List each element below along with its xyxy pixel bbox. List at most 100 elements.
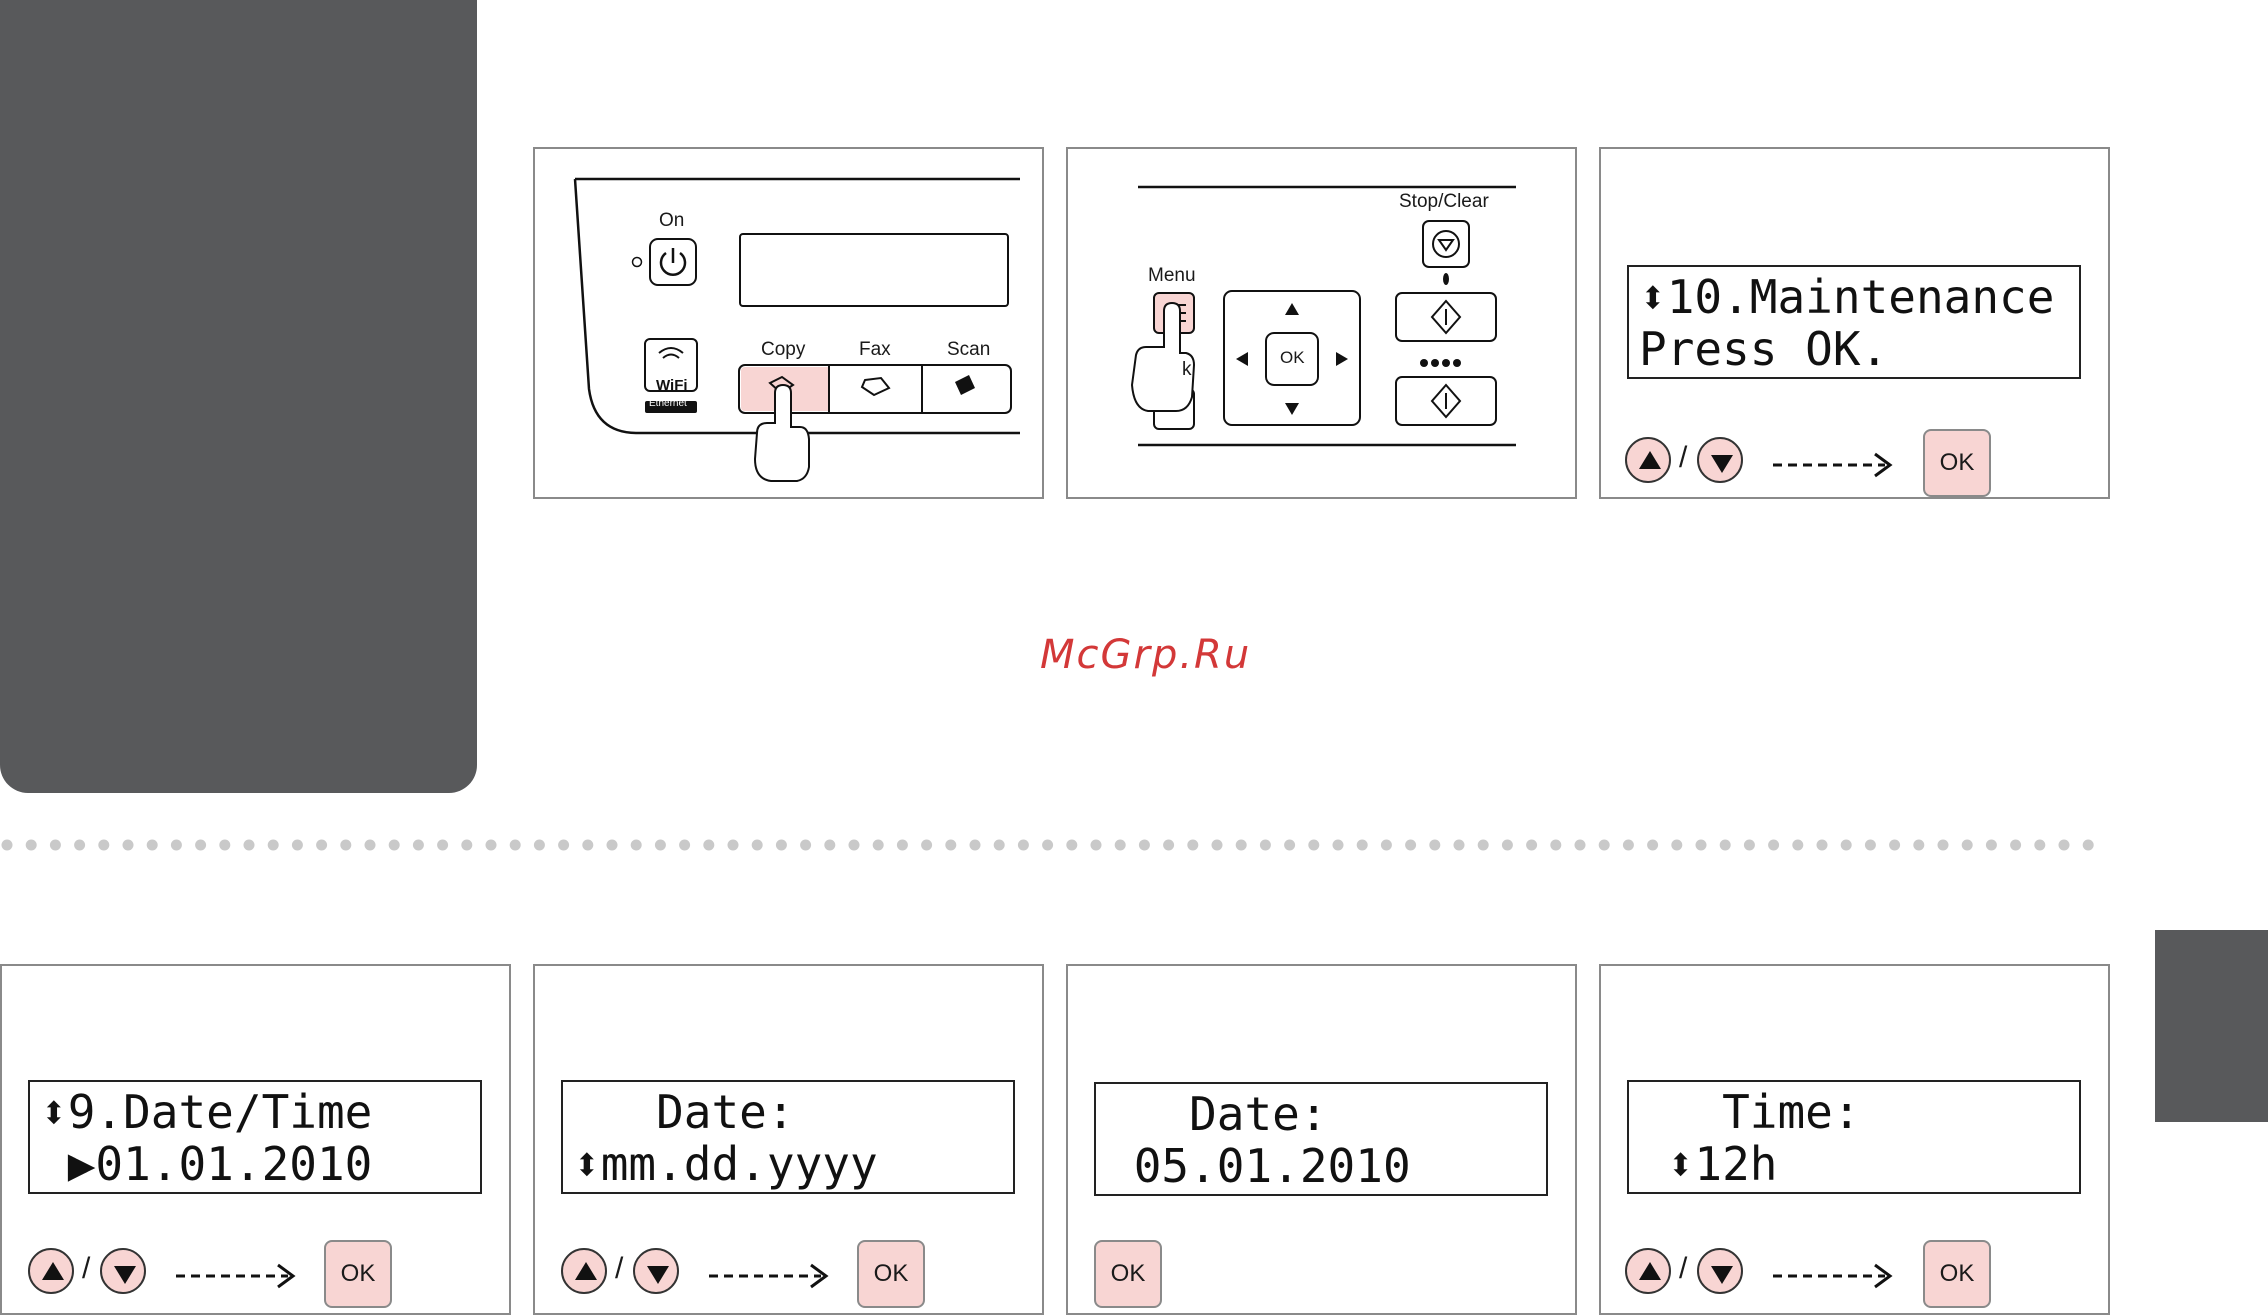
separator-dot: [268, 840, 279, 851]
separator-dot: [1163, 840, 1174, 851]
down-arrow-button[interactable]: [100, 1248, 146, 1294]
lcd-line-2: ⬍12h: [1639, 1138, 2079, 1190]
down-arrow-icon: [1699, 1250, 1745, 1296]
separator-dot: [1599, 840, 1610, 851]
lcd-screen: Time: ⬍12h: [1627, 1080, 2081, 1194]
separator-dot: [2083, 840, 2094, 851]
ok-button[interactable]: OK: [857, 1240, 925, 1308]
watermark: McGrp.Ru: [1040, 632, 1251, 678]
separator-dot: [123, 840, 134, 851]
separator-dot: [1744, 840, 1755, 851]
separator-dot: [1115, 840, 1126, 851]
separator-dot: [98, 840, 109, 851]
separator-dot: [994, 840, 1005, 851]
separator-dot: [1139, 840, 1150, 851]
separator-dot: [752, 840, 763, 851]
up-down-indicator-icon: ⬍: [1667, 1137, 1695, 1191]
separator-dot: [1502, 840, 1513, 851]
down-arrow-icon: [635, 1250, 681, 1296]
lcd-line-1: Date:: [1106, 1088, 1546, 1140]
back-label-fragment: k: [1182, 359, 1192, 381]
separator-dot: [1550, 840, 1561, 851]
down-arrow-icon: [1699, 439, 1745, 485]
separator-dot: [631, 840, 642, 851]
down-arrow-icon: [102, 1250, 148, 1296]
separator-dot: [1865, 840, 1876, 851]
separator-dot: [776, 840, 787, 851]
separator-dot: [26, 840, 37, 851]
separator-dot: [873, 840, 884, 851]
dashed-arrow-icon: [174, 1256, 304, 1296]
separator-slash: /: [1679, 441, 1687, 475]
separator-dot: [1260, 840, 1271, 851]
fax-label: Fax: [859, 339, 891, 361]
ok-button[interactable]: OK: [1923, 1240, 1991, 1308]
down-arrow-button[interactable]: [1697, 1248, 1743, 1294]
ok-button[interactable]: OK: [1923, 429, 1991, 497]
lcd-line-2: ⬍mm.dd.yyyy: [573, 1138, 1013, 1190]
separator-dot: [1018, 840, 1029, 851]
separator-dot: [171, 840, 182, 851]
separator-dot: [292, 840, 303, 851]
separator-dot: [1478, 840, 1489, 851]
page-edge-tab: [2155, 930, 2268, 1122]
up-down-indicator-icon: ⬍: [1639, 270, 1667, 324]
ok-button[interactable]: OK: [324, 1240, 392, 1308]
separator-dot: [195, 840, 206, 851]
up-arrow-button[interactable]: [1625, 1248, 1671, 1294]
copy-label: Copy: [761, 339, 805, 361]
separator-dot: [1091, 840, 1102, 851]
ethernet-label: Ethernet: [649, 398, 687, 409]
separator-dot: [1962, 840, 1973, 851]
separator-dot: [1405, 840, 1416, 851]
separator-dot: [1575, 840, 1586, 851]
separator-dot: [1042, 840, 1053, 851]
lcd-screen: Date: 05.01.2010: [1094, 1082, 1548, 1196]
ok-button[interactable]: OK: [1094, 1240, 1162, 1308]
separator-dot: [147, 840, 158, 851]
separator-dot: [1454, 840, 1465, 851]
separator-dot: [849, 840, 860, 851]
dashed-arrow-icon: [707, 1256, 837, 1296]
separator-dot: [437, 840, 448, 851]
separator-dot: [1647, 840, 1658, 851]
lcd-screen: ⬍10.Maintenance Press OK.: [1627, 265, 2081, 379]
separator-dot: [510, 840, 521, 851]
separator-dot: [703, 840, 714, 851]
separator-dot: [2, 840, 13, 851]
on-label: On: [659, 210, 684, 232]
down-arrow-button[interactable]: [1697, 437, 1743, 483]
separator-dot: [1913, 840, 1924, 851]
up-arrow-button[interactable]: [1625, 437, 1671, 483]
separator-dot: [1792, 840, 1803, 851]
separator-dot: [534, 840, 545, 851]
separator-dot: [50, 840, 61, 851]
up-arrow-icon: [1627, 1250, 1673, 1296]
separator-dot: [679, 840, 690, 851]
separator-dot: [1817, 840, 1828, 851]
up-arrow-button[interactable]: [561, 1248, 607, 1294]
separator-dot: [1236, 840, 1247, 851]
separator-slash: /: [1679, 1252, 1687, 1286]
separator-dot: [1381, 840, 1392, 851]
separator-dot: [1768, 840, 1779, 851]
separator-dot: [413, 840, 424, 851]
separator-dot: [728, 840, 739, 851]
separator-dot: [1212, 840, 1223, 851]
down-arrow-button[interactable]: [633, 1248, 679, 1294]
up-down-indicator-icon: ⬍: [40, 1085, 68, 1139]
separator-dot: [74, 840, 85, 851]
up-down-indicator-icon: ⬍: [573, 1137, 601, 1191]
separator-dot: [219, 840, 230, 851]
separator-dot: [389, 840, 400, 851]
separator-slash: /: [615, 1252, 623, 1286]
nav-row: OK: [1094, 1240, 1554, 1310]
up-arrow-button[interactable]: [28, 1248, 74, 1294]
separator-dot: [921, 840, 932, 851]
separator-dot: [1720, 840, 1731, 851]
separator-dot: [1357, 840, 1368, 851]
nav-row: / OK: [1625, 1240, 2085, 1310]
separator-dot: [655, 840, 666, 851]
nav-row: / OK: [561, 1240, 1021, 1310]
separator-dot: [1066, 840, 1077, 851]
